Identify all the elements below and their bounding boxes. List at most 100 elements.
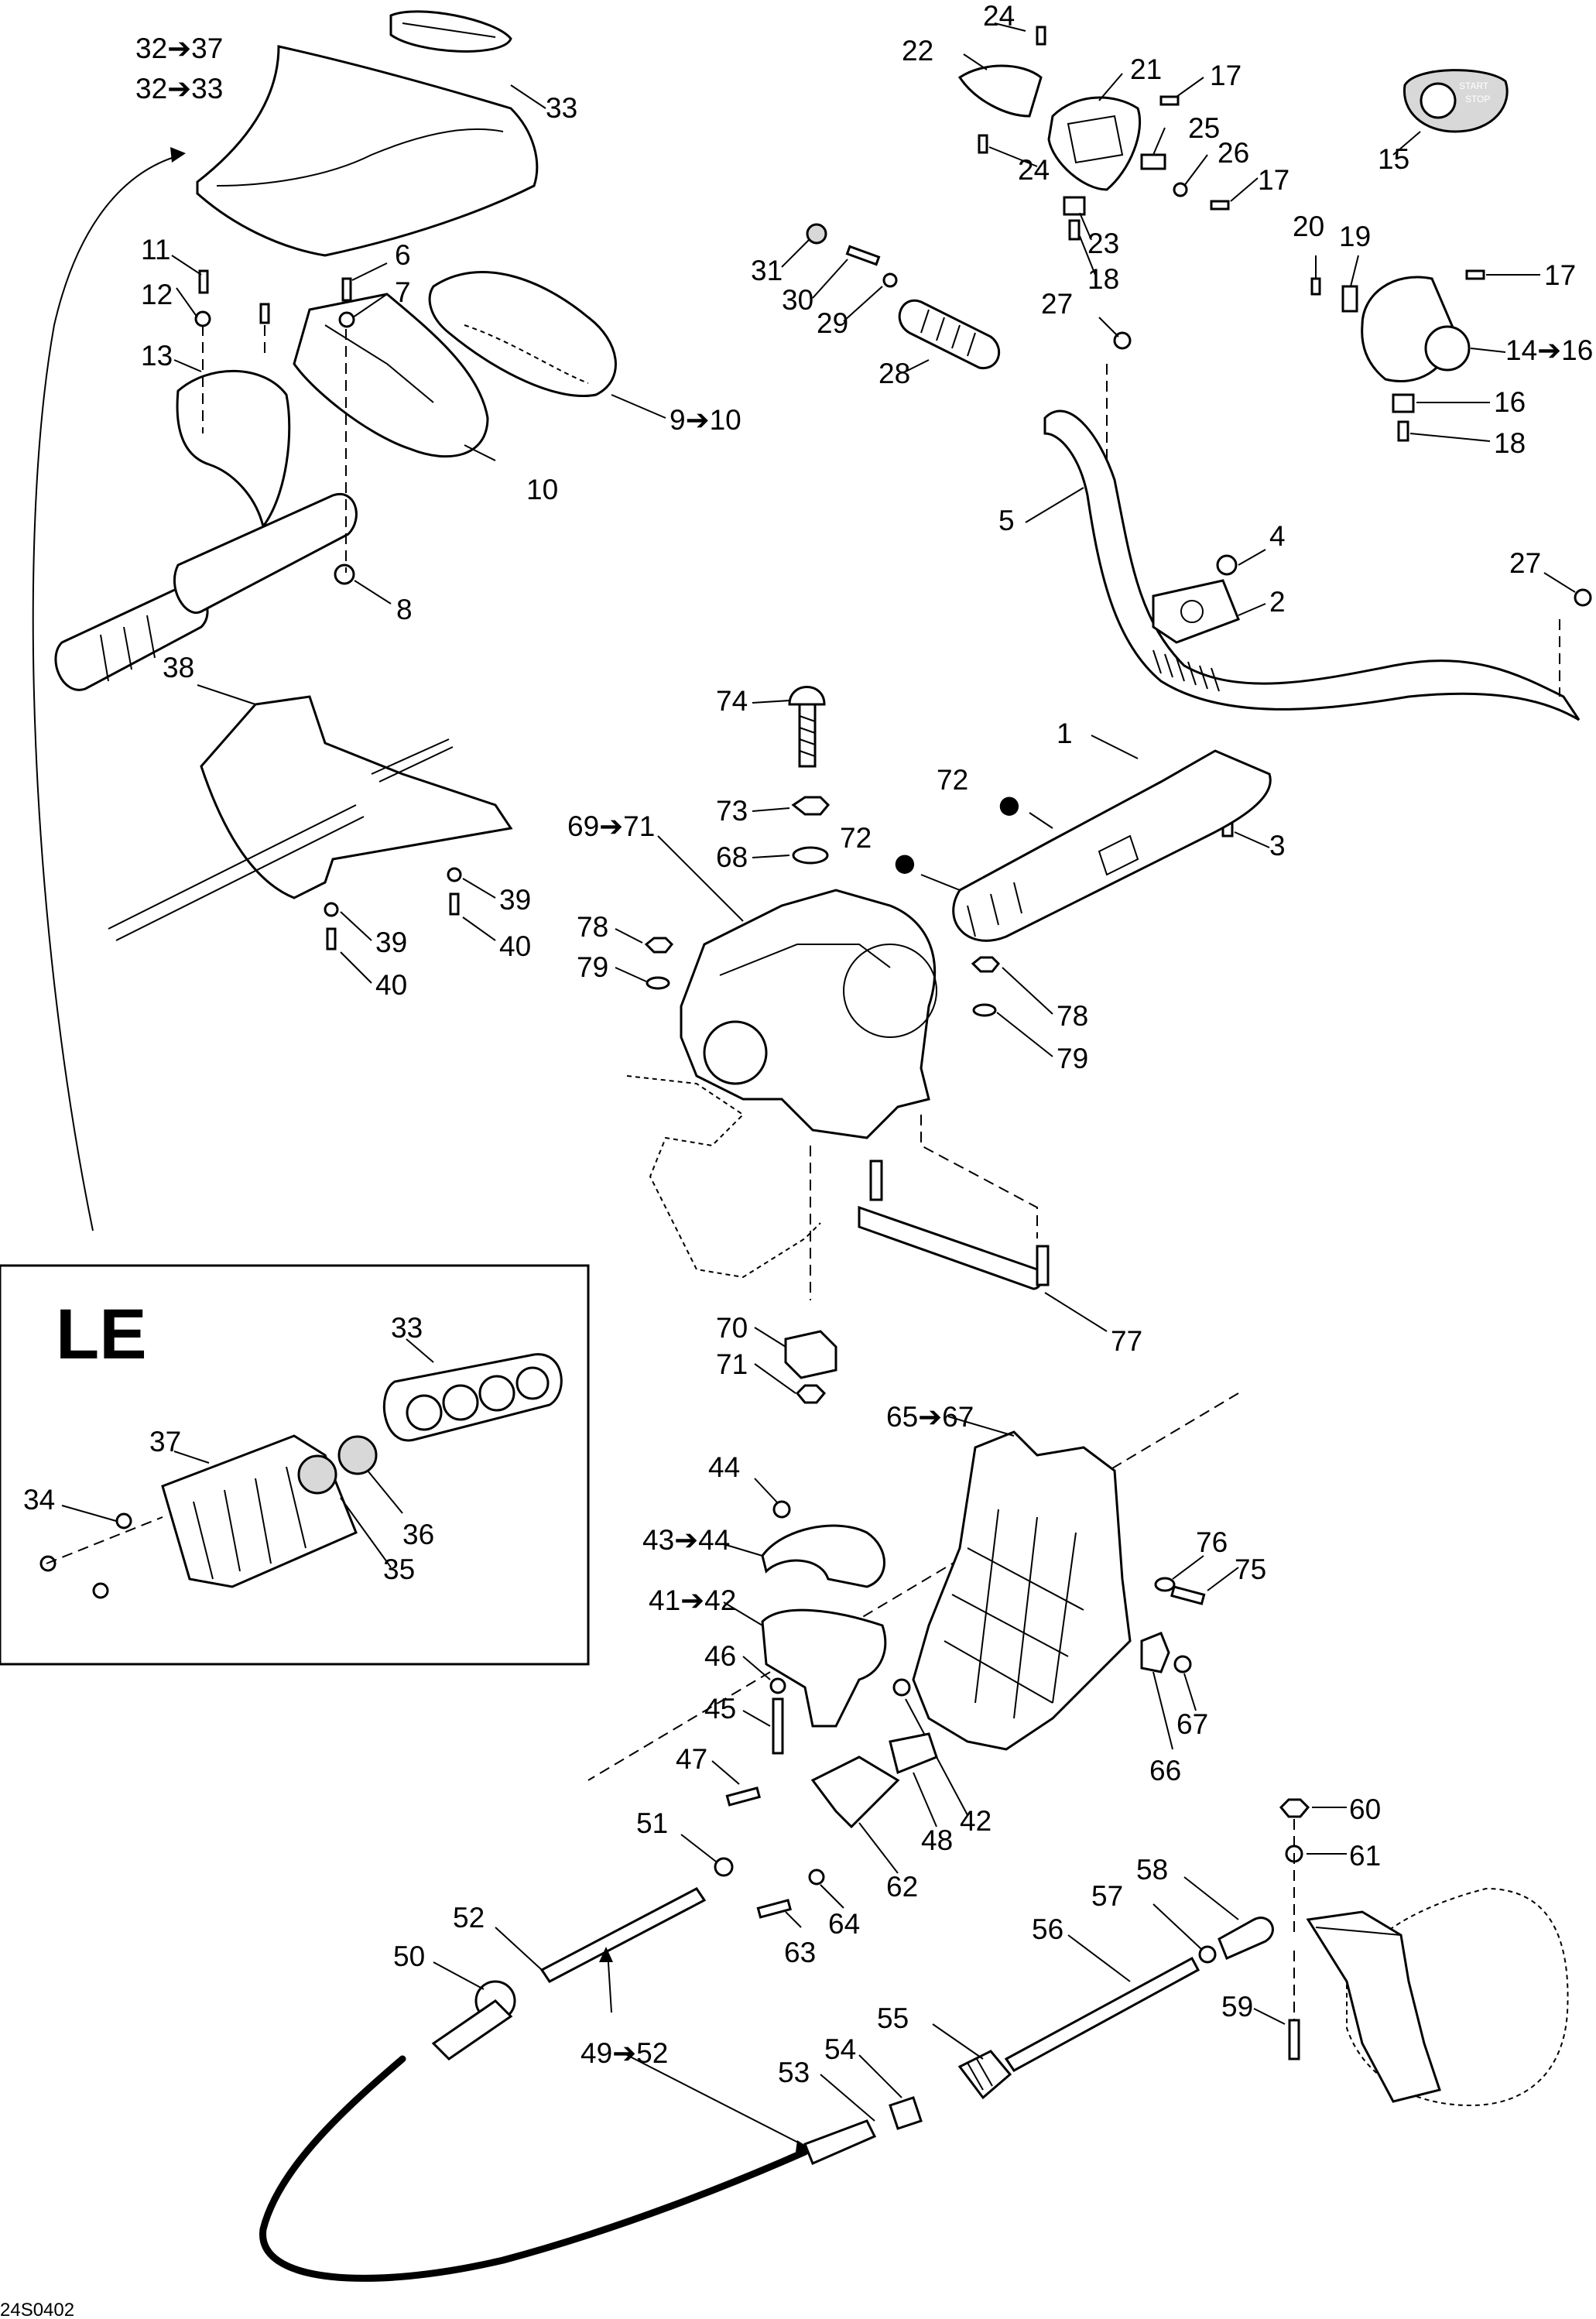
le-screws-34	[39, 1512, 132, 1599]
callout-69to71: 69➔71	[567, 810, 655, 842]
callout-43to44: 43➔44	[642, 1524, 730, 1556]
callout-67: 67	[1176, 1708, 1208, 1740]
callout-26: 26	[1218, 137, 1249, 169]
throttle-lever-13	[176, 369, 291, 529]
clip-23	[1063, 196, 1086, 216]
callout-8: 8	[396, 594, 413, 625]
washer-39b	[324, 902, 339, 917]
callout-77: 77	[1111, 1325, 1142, 1357]
support-bracket-dotted	[626, 1075, 821, 1279]
callout-18b: 18	[1494, 427, 1526, 459]
start-stop-switch-15: START STOP	[1402, 69, 1509, 133]
callout-46: 46	[704, 1640, 736, 1672]
callout-14to16: 14➔16	[1505, 334, 1593, 366]
callout-4: 4	[1269, 520, 1286, 552]
callout-28: 28	[878, 358, 910, 389]
callout-78b: 78	[1057, 1000, 1088, 1032]
screw-40b	[326, 927, 337, 951]
screw-17c	[1465, 269, 1485, 280]
nuts-78-79	[644, 937, 1001, 1017]
nut-57	[1198, 1945, 1217, 1964]
fitting-55	[957, 2050, 1012, 2100]
screw-24a	[1036, 26, 1046, 46]
callout-72a: 72	[937, 764, 968, 796]
callout-17b: 17	[1258, 164, 1289, 196]
callout-37: 37	[149, 1426, 181, 1458]
callout-58: 58	[1136, 1854, 1168, 1886]
callout-3: 3	[1269, 830, 1286, 861]
steering-support-69	[680, 889, 937, 1139]
callout-50: 50	[393, 1940, 425, 1972]
le-knob-36	[337, 1435, 378, 1475]
callout-56: 56	[1032, 1913, 1063, 1945]
switch-cover-33	[389, 10, 512, 53]
callout-18a: 18	[1087, 263, 1119, 295]
callout-35: 35	[383, 1553, 415, 1585]
callout-24a: 24	[983, 0, 1015, 32]
screw-17b	[1210, 200, 1230, 211]
block-70	[784, 1330, 837, 1379]
handlebar-cover-32	[196, 45, 539, 257]
screw-24b	[978, 134, 988, 154]
screw-75	[1170, 1585, 1206, 1605]
callout-61: 61	[1349, 1840, 1381, 1872]
cable-end-50	[431, 1980, 516, 2060]
callout-78a: 78	[577, 911, 608, 943]
callout-21: 21	[1130, 53, 1162, 85]
nut-51	[714, 1857, 734, 1877]
callout-70: 70	[716, 1312, 748, 1344]
callout-55: 55	[877, 2002, 909, 2034]
jet-pump-nozzle	[1306, 1887, 1569, 2107]
callout-75: 75	[1235, 1553, 1266, 1585]
clamp-41	[761, 1608, 887, 1728]
steering-stem-1	[952, 749, 1272, 942]
callout-49to52: 49➔52	[581, 2037, 668, 2069]
callout-60: 60	[1349, 1793, 1381, 1825]
callout-48: 48	[921, 1824, 953, 1856]
screw-30	[845, 245, 881, 266]
callout-1: 1	[1057, 718, 1073, 749]
screw-45	[772, 1697, 784, 1755]
callout-62: 62	[886, 1871, 918, 1903]
callout-66: 66	[1149, 1755, 1181, 1786]
callout-57: 57	[1091, 1880, 1123, 1912]
clip-54	[889, 2096, 923, 2130]
callout-30: 30	[782, 284, 813, 316]
arrow-up-49	[599, 1947, 613, 1962]
callout-15: 15	[1378, 143, 1409, 175]
callout-64: 64	[828, 1908, 860, 1940]
callout-34: 34	[23, 1484, 55, 1516]
callout-27b: 27	[1509, 547, 1541, 579]
callout-54: 54	[824, 2033, 856, 2065]
le-title: LE	[56, 1295, 147, 1374]
block-66	[1140, 1632, 1170, 1673]
callout-36: 36	[402, 1519, 434, 1550]
nut-67	[1173, 1655, 1192, 1673]
washer-64	[808, 1869, 825, 1886]
callout-24b: 24	[1018, 154, 1050, 186]
callout-76: 76	[1196, 1526, 1228, 1558]
callout-40a: 40	[499, 930, 531, 962]
nut-71	[795, 1384, 827, 1404]
washer-76	[1154, 1577, 1176, 1592]
cover-9	[428, 270, 617, 397]
nut-4	[1216, 554, 1238, 576]
callout-11: 11	[141, 234, 170, 265]
callout-9to10: 9➔10	[670, 404, 741, 436]
steering-rod-77	[858, 1160, 1050, 1290]
callout-71: 71	[716, 1348, 748, 1380]
callout-6: 6	[395, 239, 411, 271]
callout-13: 13	[141, 340, 173, 372]
callout-53: 53	[778, 2057, 810, 2088]
bracket-25	[1140, 153, 1166, 170]
callout-17a: 17	[1210, 60, 1242, 91]
callout-10: 10	[526, 474, 558, 505]
handlebar-5	[1043, 409, 1581, 721]
bracket-62	[810, 1756, 900, 1829]
callout-12: 12	[141, 279, 173, 310]
callout-63: 63	[784, 1937, 816, 1968]
le-knob-35	[297, 1454, 337, 1495]
le-reference-arrowhead	[170, 147, 186, 163]
callout-5: 5	[998, 505, 1015, 536]
